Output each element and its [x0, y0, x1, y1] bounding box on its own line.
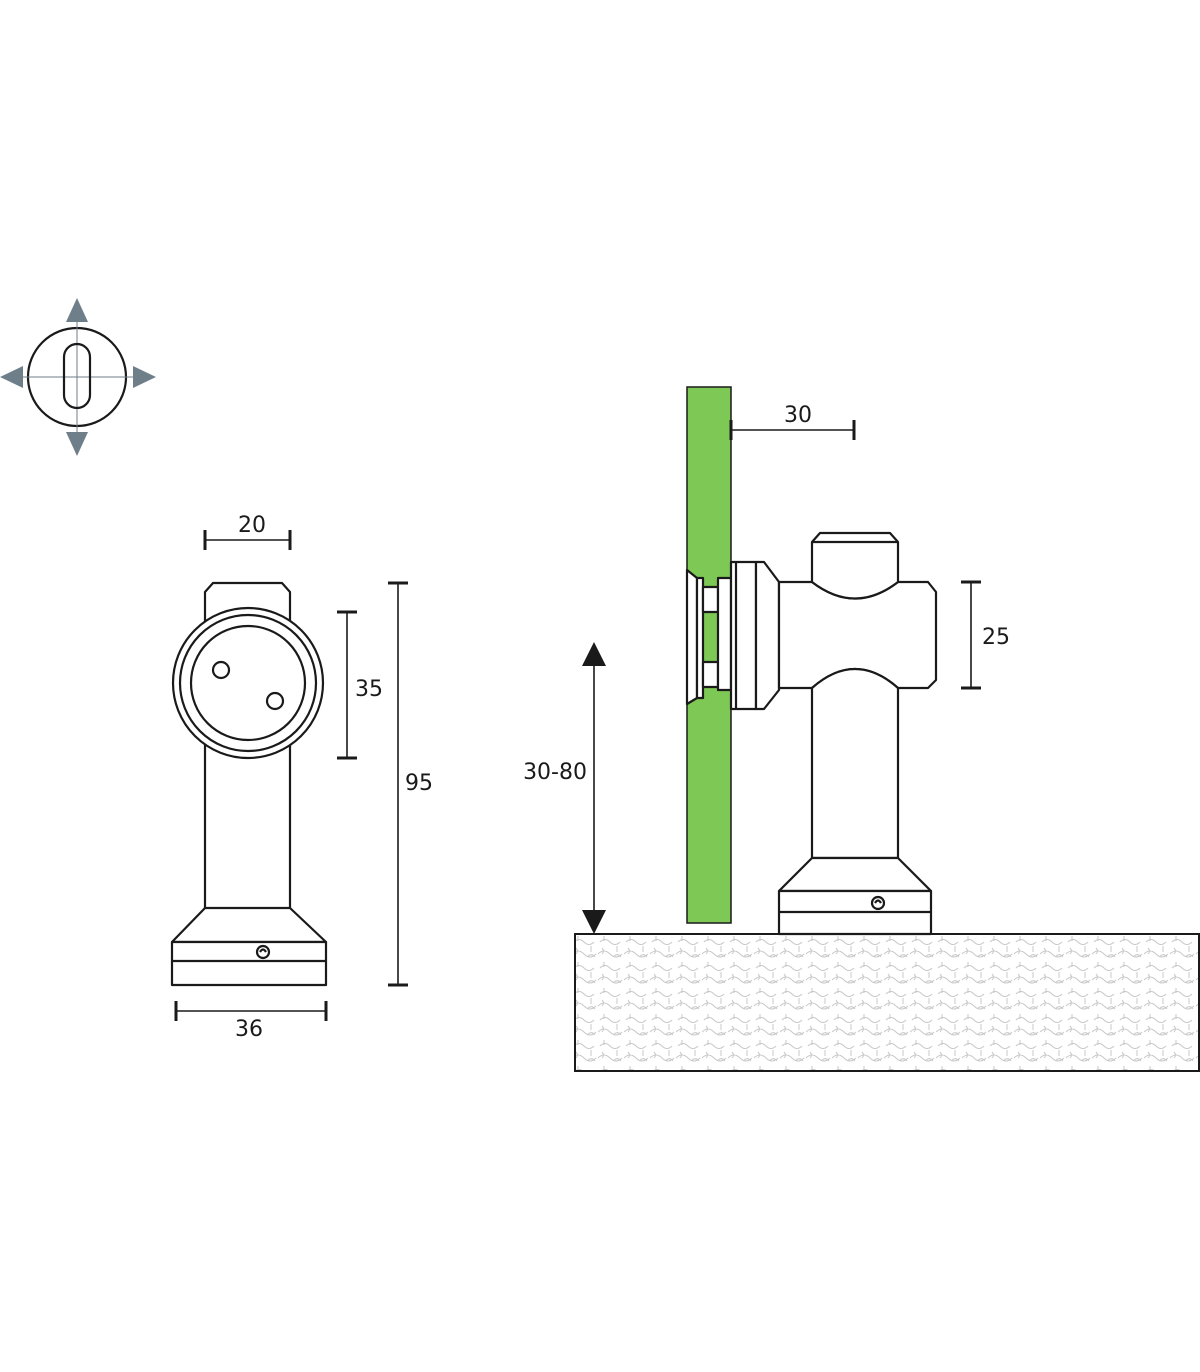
dimension-head-height: 25: [961, 580, 1010, 690]
arrow-right-icon: [133, 366, 156, 388]
svg-text:36: 36: [235, 1017, 263, 1042]
screw-icon: [255, 944, 271, 960]
side-view: [685, 531, 938, 936]
arrow-down-icon: [66, 432, 88, 456]
svg-text:20: 20: [238, 513, 266, 538]
arrow-down-icon: [582, 910, 606, 934]
svg-text:25: 25: [982, 625, 1010, 650]
svg-text:30: 30: [784, 403, 812, 428]
dimension-top-width: 20: [203, 513, 292, 550]
floor: [574, 933, 1200, 1072]
dimension-projection: 30: [729, 403, 856, 440]
dimension-disc-height: 35: [337, 610, 383, 760]
svg-text:95: 95: [405, 771, 433, 796]
svg-text:35: 35: [355, 677, 383, 702]
front-view: [170, 581, 328, 987]
arrow-left-icon: [0, 366, 23, 388]
hole: [211, 660, 231, 680]
dimension-floor-gap: 30-80: [523, 642, 606, 934]
hole: [265, 691, 285, 711]
arrow-up-icon: [582, 642, 606, 666]
dimension-total-height: 95: [388, 581, 433, 987]
arrow-up-icon: [66, 298, 88, 322]
four-way-adjustment-icon: [0, 298, 156, 456]
screw-icon: [870, 895, 886, 911]
svg-text:30-80: 30-80: [523, 760, 587, 785]
dimension-base-width: 36: [174, 1001, 328, 1042]
